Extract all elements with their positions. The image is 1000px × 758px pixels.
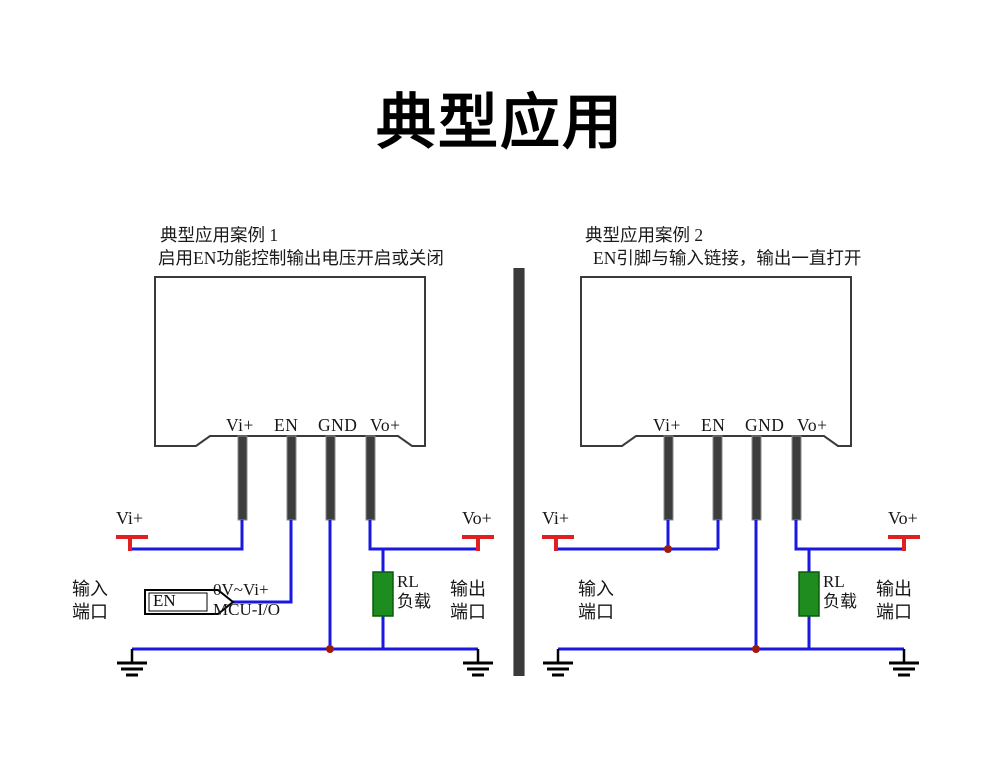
input-terminal-1	[116, 535, 148, 551]
caption-case-2: 典型应用案例 2 EN引脚与输入链接，输出一直打开	[585, 224, 861, 270]
pin-gnd-2	[751, 435, 762, 521]
input-port-label-1-line1: 输入	[72, 579, 108, 599]
page-title: 典型应用	[376, 88, 624, 158]
output-port-label-1: 输出 端口	[450, 578, 486, 624]
en-flag-inner-1	[148, 592, 208, 612]
output-port-label-1-line1: 输出	[450, 579, 486, 599]
en-note-1: 0V~Vi+ MCU-I/O	[213, 580, 280, 620]
pin-label-vi-2: Vi+	[653, 415, 681, 435]
input-terminal-label-2: Vi+	[542, 508, 570, 528]
pin-labels-case-2: Vi+ EN GND Vo+	[653, 415, 839, 436]
input-port-label-1: 输入 端口	[72, 578, 108, 624]
pin-labels-case-1: Vi+ EN GND Vo+	[226, 415, 412, 436]
pin-label-gnd-2: GND	[745, 415, 785, 435]
caption-case-2-sub: EN引脚与输入链接，输出一直打开	[593, 248, 862, 268]
caption-case-1-sub: 启用EN功能控制输出电压开启或关闭	[158, 248, 444, 268]
output-terminal-label-2: Vo+	[888, 508, 918, 528]
pin-label-gnd-1: GND	[318, 415, 358, 435]
section-divider	[513, 268, 525, 676]
pin-vi-2	[663, 435, 674, 521]
pin-vo-2	[791, 435, 802, 521]
input-port-label-2-line1: 输入	[578, 579, 614, 599]
pin-label-vi-1: Vi+	[226, 415, 254, 435]
wire-vout-1	[368, 520, 478, 551]
output-terminal-2	[888, 535, 920, 551]
load-label-2-line1: RL	[823, 572, 845, 591]
junction-dot-ground-2	[752, 645, 760, 653]
module-outline-2	[580, 276, 852, 447]
wire-en-1	[232, 520, 293, 604]
pin-en-1	[286, 435, 297, 521]
pin-gnd-1	[325, 435, 336, 521]
output-port-label-1-line2: 端口	[450, 602, 486, 622]
ground-symbol-input-2	[543, 649, 573, 677]
en-flag-label-1: EN	[153, 591, 176, 610]
junction-dot-1	[326, 645, 334, 653]
load-resistor-1	[372, 571, 394, 617]
output-port-label-2-line1: 输出	[876, 579, 912, 599]
pin-label-en-1: EN	[274, 415, 299, 435]
load-label-1-line2: 负载	[397, 592, 431, 611]
output-port-label-2: 输出 端口	[876, 578, 912, 624]
pin-label-vo-2: Vo+	[797, 415, 828, 435]
load-label-1-line1: RL	[397, 572, 419, 591]
pin-en-2	[712, 435, 723, 521]
load-resistor-2	[798, 571, 820, 617]
output-port-label-2-line2: 端口	[876, 602, 912, 622]
wire-vin-1	[128, 520, 244, 551]
load-label-1: RL 负载	[397, 572, 431, 612]
ground-symbol-input-1	[117, 649, 147, 677]
diagram-case-1	[116, 276, 494, 677]
ground-symbol-output-2	[889, 649, 919, 677]
load-label-2: RL 负载	[823, 572, 857, 612]
en-flag-1	[144, 589, 235, 615]
caption-case-1-title: 典型应用案例 1	[160, 225, 279, 245]
output-terminal-label-1: Vo+	[462, 508, 492, 528]
pin-vo-1	[365, 435, 376, 521]
input-port-label-2: 输入 端口	[578, 578, 614, 624]
pin-label-en-2: EN	[701, 415, 726, 435]
module-outline-1	[154, 276, 426, 447]
input-port-label-2-line2: 端口	[578, 602, 614, 622]
caption-case-1: 典型应用案例 1 启用EN功能控制输出电压开启或关闭	[158, 224, 444, 270]
en-note-1-line1: 0V~Vi+	[213, 580, 269, 599]
pin-vi-1	[237, 435, 248, 521]
output-terminal-1	[462, 535, 494, 551]
input-terminal-2	[542, 535, 574, 551]
ground-symbol-output-1	[463, 649, 493, 677]
caption-case-2-title: 典型应用案例 2	[585, 225, 704, 245]
diagram-case-2	[542, 276, 920, 677]
input-terminal-label-1: Vi+	[116, 508, 144, 528]
load-label-2-line2: 负载	[823, 592, 857, 611]
input-port-label-1-line2: 端口	[72, 602, 108, 622]
wire-vout-2	[794, 520, 904, 551]
junction-dot-input-2	[664, 545, 672, 553]
pin-label-vo-1: Vo+	[370, 415, 401, 435]
en-note-1-line2: MCU-I/O	[213, 600, 281, 619]
